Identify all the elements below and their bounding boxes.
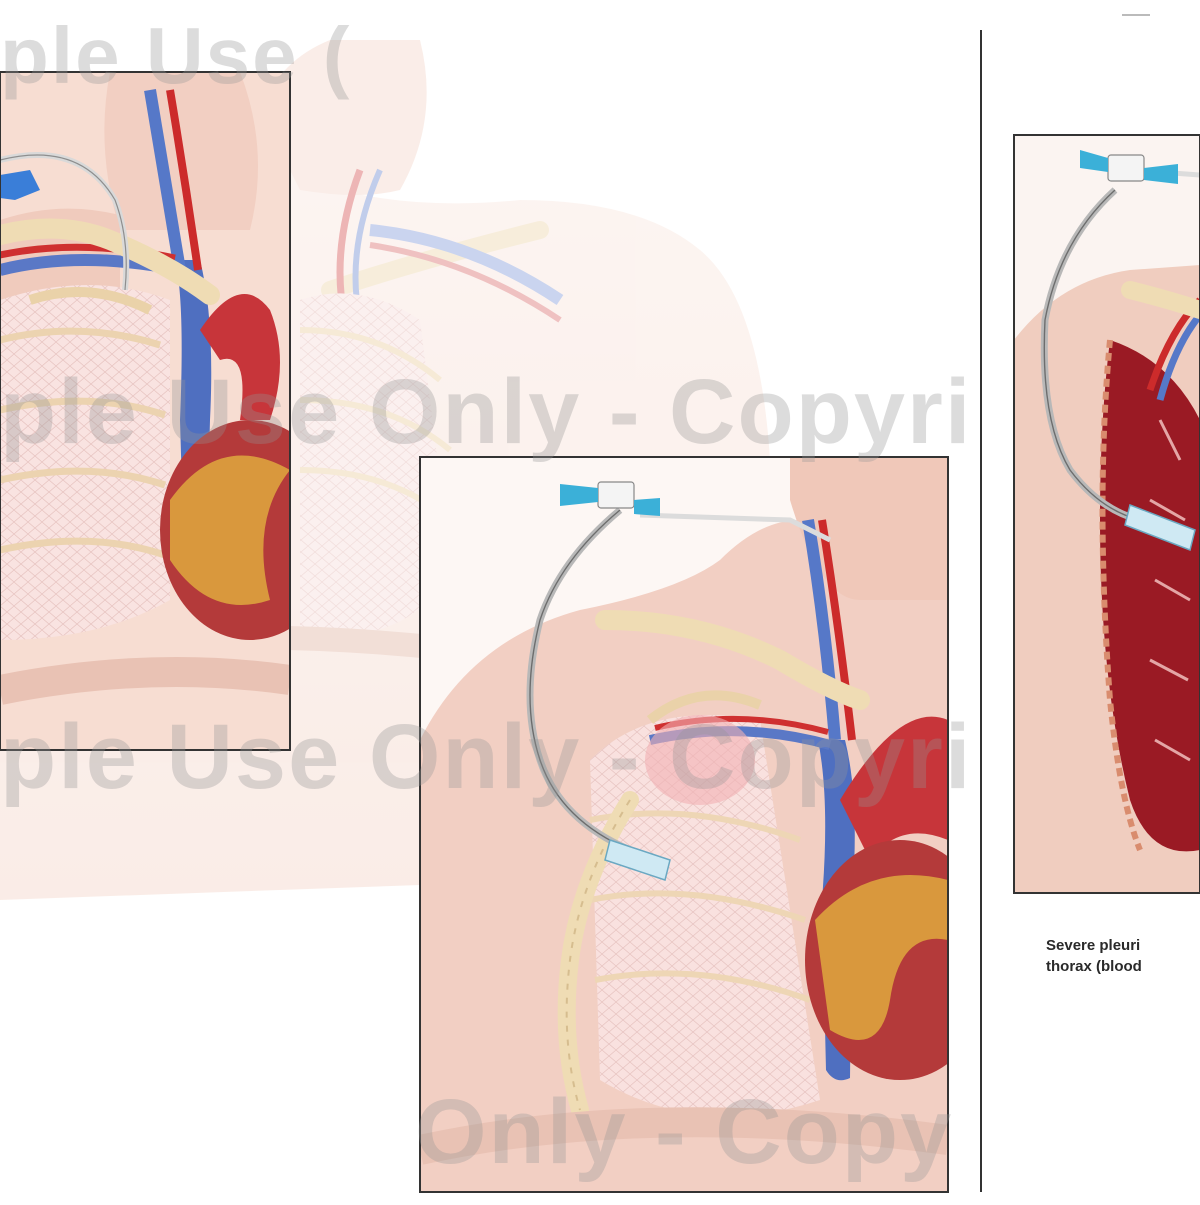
panel-2-first-rib (646, 690, 762, 724)
panel-2-artwork (420, 457, 948, 1192)
panel-3-catheter-tip (1124, 503, 1196, 552)
background-neck (260, 40, 427, 195)
panel-1-frame (0, 71, 291, 751)
panel-2-stopcock-right-connector (634, 498, 660, 516)
panel-2-rib-braid-lines (565, 799, 631, 1111)
panel-1-diaphragm (0, 657, 290, 705)
panel-2-diaphragm (420, 1107, 948, 1165)
background-lung-grid (300, 293, 450, 640)
panel-3-stopcock-body (1107, 154, 1145, 182)
panel-2-stopcock-body (597, 481, 635, 509)
caption-line-1: Severe pleuri (1046, 937, 1141, 954)
background-subclavian (369, 224, 564, 305)
background-subclavian-artery (369, 242, 562, 323)
panel-2-catheter-outline (529, 509, 631, 851)
panel-2-tube-line (639, 512, 832, 543)
panel-3-inner-tissue (1149, 419, 1191, 762)
panel-1-jugular-vein (144, 89, 186, 271)
panel-1-clavicle (0, 218, 220, 305)
panel-2-clavicle (595, 610, 870, 710)
panel-2-aorta (840, 716, 948, 860)
panel-2-frame (419, 456, 949, 1193)
panel-1-artwork (0, 72, 290, 750)
panel-1-carotid (166, 89, 202, 271)
panel-3-stopcock-left-connector (1080, 150, 1108, 172)
panel-3-frame (1013, 134, 1200, 894)
panel-2-pink-area (645, 715, 755, 805)
panel-2-carotid (818, 519, 856, 741)
panel-2-stopcock-left-connector (560, 484, 598, 506)
panel-2-catheter-tip (604, 839, 671, 881)
panel-1-first-rib (28, 287, 153, 315)
panel-3-stopcock-right-connector (1144, 164, 1178, 184)
panel-3-clavicle (1121, 281, 1200, 319)
panel-3-chest-wall-edge (1099, 339, 1143, 852)
caption-line-2: thorax (blood (1046, 958, 1142, 975)
panel-3-open-chest (1100, 340, 1200, 852)
panel-1-lung-grid (0, 285, 170, 640)
panel-1-ribs (0, 327, 167, 559)
panel-3-artwork (1014, 135, 1200, 893)
panel-1-catheter-outline (0, 154, 127, 291)
panel-1-aorta (200, 294, 280, 420)
panel-3-catheter-outline (1043, 189, 1141, 521)
panel-2-heart-fat (815, 875, 948, 1040)
panel-2-jugular-vein (802, 518, 841, 741)
panel-3-vein (1156, 312, 1200, 401)
panel-1-heart-fat (170, 455, 290, 605)
figure-caption: Severe pleuri thorax (blood (1046, 935, 1196, 977)
panel-1-blue-connector (0, 170, 40, 200)
